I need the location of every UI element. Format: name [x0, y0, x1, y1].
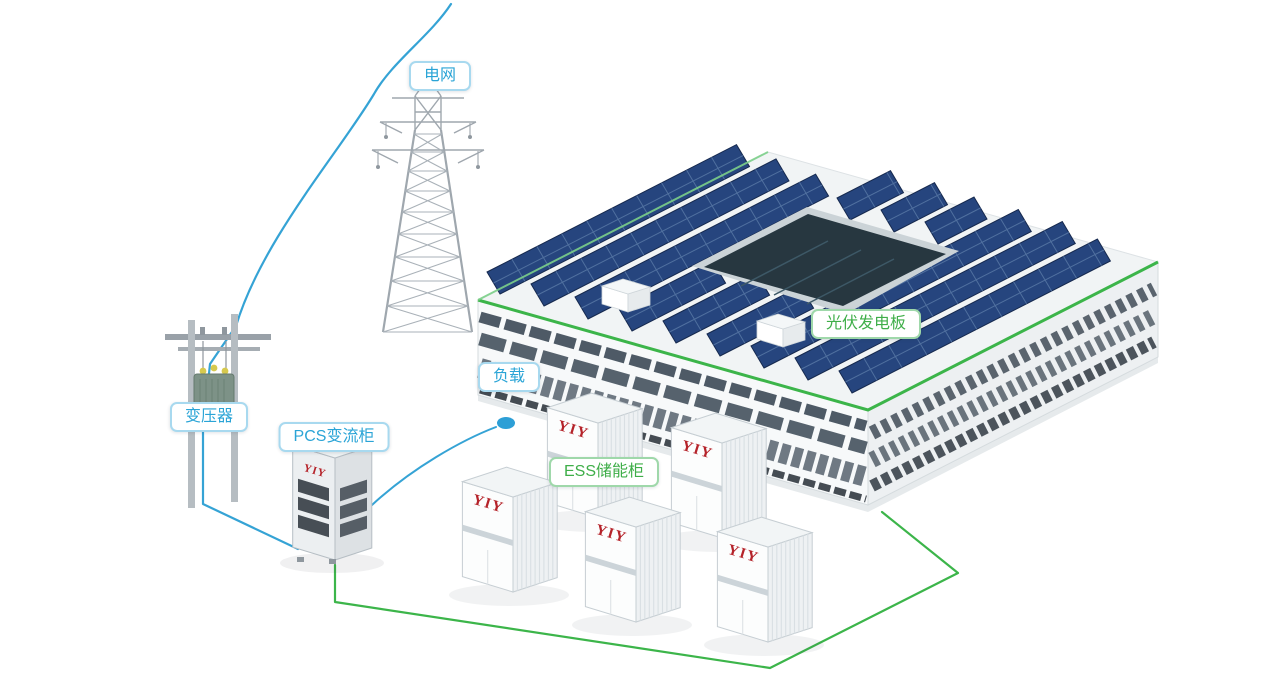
pcs-cabinet: YIY: [280, 432, 384, 573]
ess-cabinet: [571, 496, 693, 637]
ess-cable-loop: [333, 510, 960, 670]
vent-grille: [298, 478, 329, 502]
roof-box: [600, 278, 652, 313]
label-pcs-cabinet: PCS变流柜: [278, 422, 390, 452]
label-transformer: 变压器: [169, 402, 249, 432]
courtyard-glass: [704, 214, 946, 306]
ess-cabinet: [703, 516, 825, 657]
label-pv-panels: 光伏发电板: [810, 309, 922, 339]
label-grid: 电网: [408, 61, 472, 91]
load-node: [497, 417, 515, 429]
label-ess-cabinet: ESS储能柜: [548, 457, 660, 487]
label-load: 负载: [477, 362, 541, 392]
bushing: [199, 367, 207, 375]
transmission-tower: [371, 76, 485, 333]
building: [476, 143, 1160, 512]
ess-cabinet: [448, 466, 570, 607]
tower-lattice: [382, 133, 473, 333]
roof-green-edge: [477, 260, 1159, 412]
insulators: [376, 135, 480, 169]
pcs-load-cable: [371, 426, 497, 506]
grid-cable: [201, 2, 453, 551]
